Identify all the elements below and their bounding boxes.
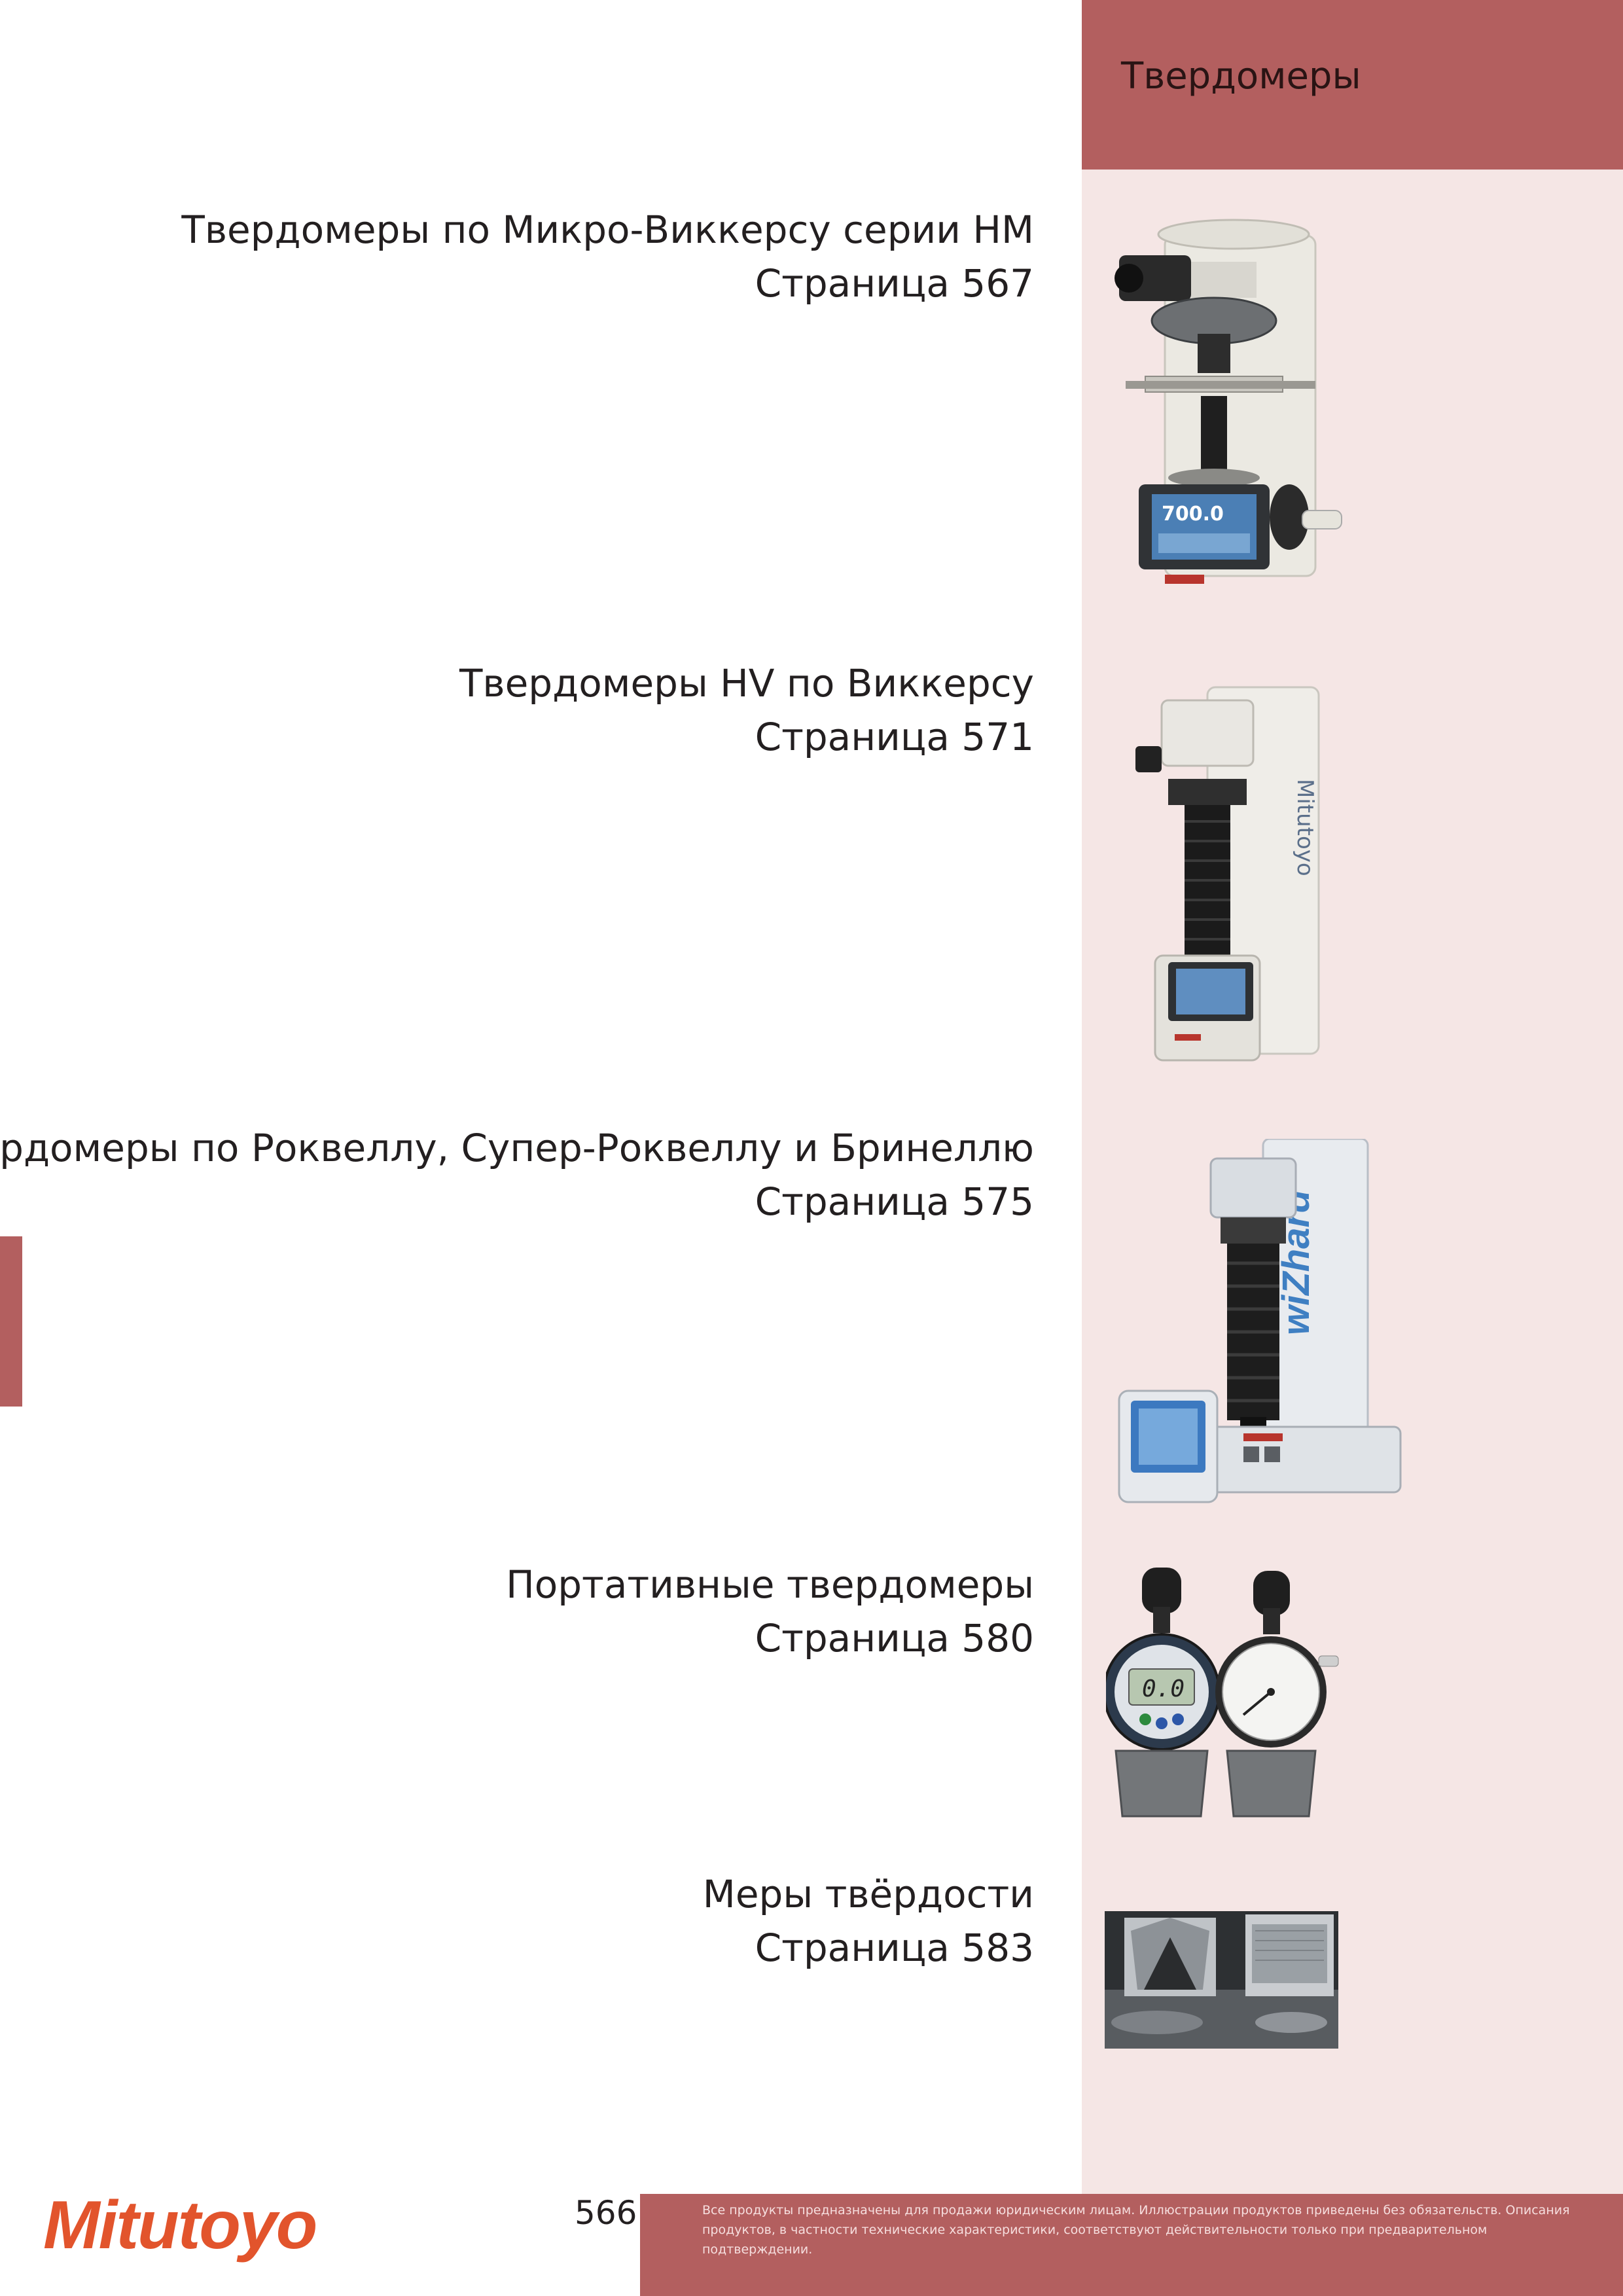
entry-page-link[interactable]: Страница 575	[755, 1179, 1034, 1224]
entry-page-link[interactable]: Страница 571	[755, 715, 1034, 759]
hardness-block-icon	[1105, 1911, 1338, 2049]
footer-bar	[640, 2194, 1623, 2296]
micro-vickers-tester-icon: 700.0	[1099, 216, 1355, 599]
rockwell-tester-icon: wiZhard	[1113, 1139, 1414, 1505]
catalog-entry-rockwell[interactable]: Твердомеры по Роквеллу, Супер-Роквеллу и…	[0, 1121, 1034, 1229]
catalog-entry-hardness-blocks[interactable]: Меры твёрдости Страница 583	[703, 1867, 1034, 1975]
entry-page-link[interactable]: Страница 580	[755, 1616, 1034, 1660]
catalog-entry-micro-vickers[interactable]: Твердомеры по Микро-Виккерсу серии HM Ст…	[181, 203, 1034, 310]
svg-text:0.0: 0.0	[1142, 1676, 1185, 1702]
entry-title: Твердомеры по Роквеллу, Супер-Роквеллу и…	[0, 1126, 1034, 1170]
durometer-icon: 0.0	[1106, 1568, 1342, 1823]
entry-title: Твердомеры по Микро-Виккерсу серии HM	[181, 207, 1034, 252]
section-header	[1082, 0, 1623, 170]
entry-title: Портативные твердомеры	[506, 1562, 1034, 1607]
vickers-tester-icon: Mitutoyo	[1122, 681, 1332, 1064]
svg-text:700.0: 700.0	[1162, 503, 1224, 526]
page-number: 566	[575, 2194, 637, 2232]
section-title: Твердомеры	[1121, 55, 1361, 98]
mitutoyo-logo: Mitutoyo	[43, 2187, 317, 2263]
entry-title: Твердомеры HV по Виккерсу	[459, 661, 1034, 706]
chapter-tab-marker	[0, 1236, 22, 1407]
entry-page-link[interactable]: Страница 567	[755, 261, 1034, 306]
entry-title: Меры твёрдости	[702, 1872, 1034, 1916]
entry-page-link[interactable]: Страница 583	[755, 1926, 1034, 1970]
catalog-entry-portable[interactable]: Портативные твердомеры Страница 580	[506, 1558, 1034, 1665]
svg-text:Mitutoyo: Mitutoyo	[1292, 779, 1318, 876]
catalog-entry-vickers-hv[interactable]: Твердомеры HV по Виккерсу Страница 571	[459, 656, 1034, 764]
footer-disclaimer: Все продукты предназначены для продажи ю…	[702, 2203, 1570, 2257]
